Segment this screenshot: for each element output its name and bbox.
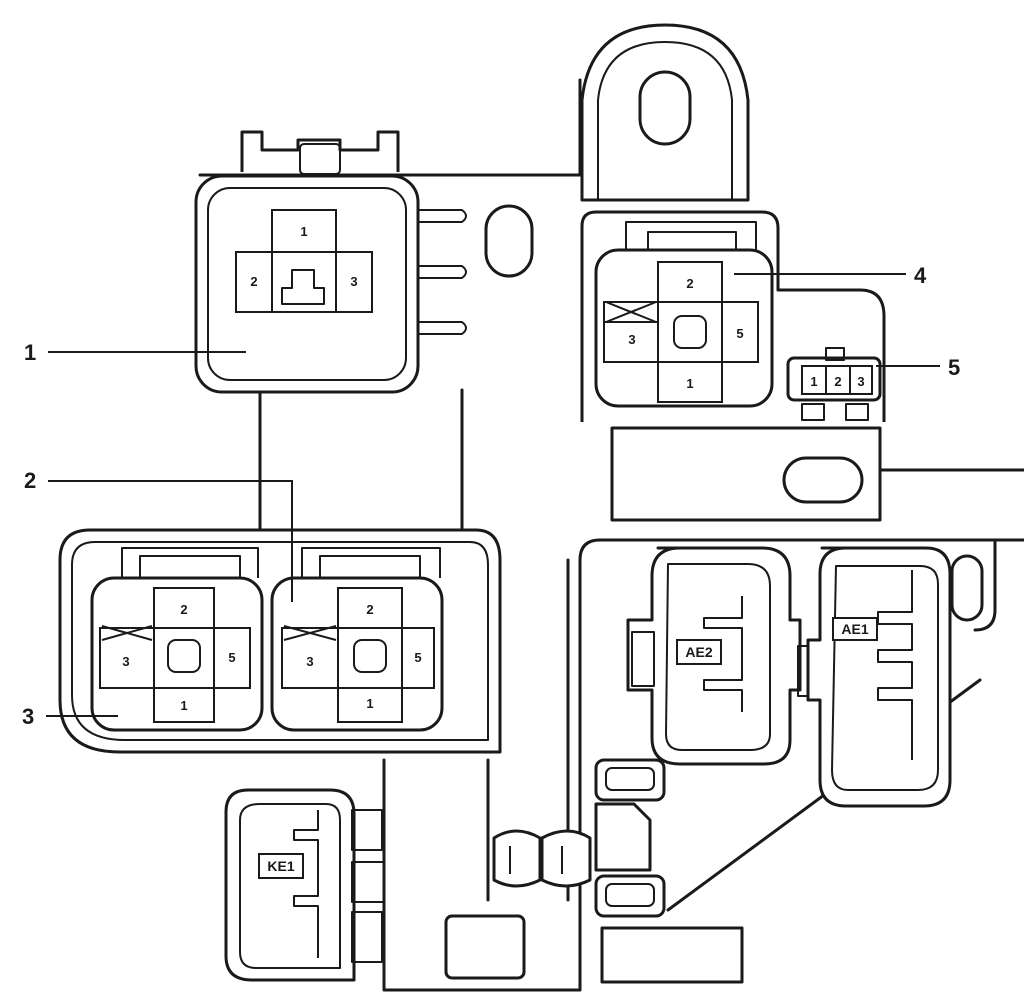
relay-2-pin-2: 2 xyxy=(366,602,373,617)
relay-1-pin-3: 3 xyxy=(350,274,357,289)
relay-4-pin-1: 1 xyxy=(686,376,693,391)
connector-ae1: AE1 xyxy=(806,546,952,808)
relay-1-pin-1: 1 xyxy=(300,224,307,239)
relay-4-pin-5: 5 xyxy=(736,326,743,341)
connector-ae2: AE2 xyxy=(626,546,827,766)
relay-3: 2 3 5 1 xyxy=(90,576,264,732)
callout-1-number: 1 xyxy=(24,340,36,365)
relay-2-pin-1: 1 xyxy=(366,696,373,711)
relay-3-pin-1: 1 xyxy=(180,698,187,713)
relay-3-pin-3: 3 xyxy=(122,654,129,669)
callout-3: 3 xyxy=(22,704,118,729)
callout-3-number: 3 xyxy=(22,704,34,729)
callout-4-number: 4 xyxy=(914,263,927,288)
relay-2-pin-3: 3 xyxy=(306,654,313,669)
relay-4-pin-2: 2 xyxy=(686,276,693,291)
relay-1: 1 2 3 xyxy=(194,130,467,394)
callout-1: 1 xyxy=(24,340,246,365)
mounting-slot xyxy=(950,554,984,622)
mounting-slot xyxy=(782,456,864,504)
connector-5-pin-1: 1 xyxy=(810,374,817,389)
connector-5-pin-3: 3 xyxy=(857,374,864,389)
connector-ae1-label: AE1 xyxy=(841,621,868,637)
callout-5-number: 5 xyxy=(948,355,960,380)
relay-2-pin-5: 5 xyxy=(414,650,421,665)
relay-4-pin-3: 3 xyxy=(628,332,635,347)
connector-ke1: KE1 xyxy=(224,788,385,982)
mounting-slot xyxy=(484,204,534,278)
callout-2: 2 xyxy=(24,468,293,602)
connector-5: 1 2 3 xyxy=(786,347,882,421)
callout-4: 4 xyxy=(734,263,927,288)
callout-2-number: 2 xyxy=(24,468,36,493)
relay-3-pin-5: 5 xyxy=(228,650,235,665)
callout-5: 5 xyxy=(876,355,960,380)
connector-5-pin-2: 2 xyxy=(834,374,841,389)
mounting-tab xyxy=(580,23,750,202)
fuse-holders xyxy=(444,758,744,984)
relay-1-pin-2: 2 xyxy=(250,274,257,289)
relay-2: 2 3 5 1 xyxy=(270,576,444,732)
connector-ke1-label: KE1 xyxy=(267,858,294,874)
connector-ae2-label: AE2 xyxy=(685,644,712,660)
relay-3-pin-2: 2 xyxy=(180,602,187,617)
